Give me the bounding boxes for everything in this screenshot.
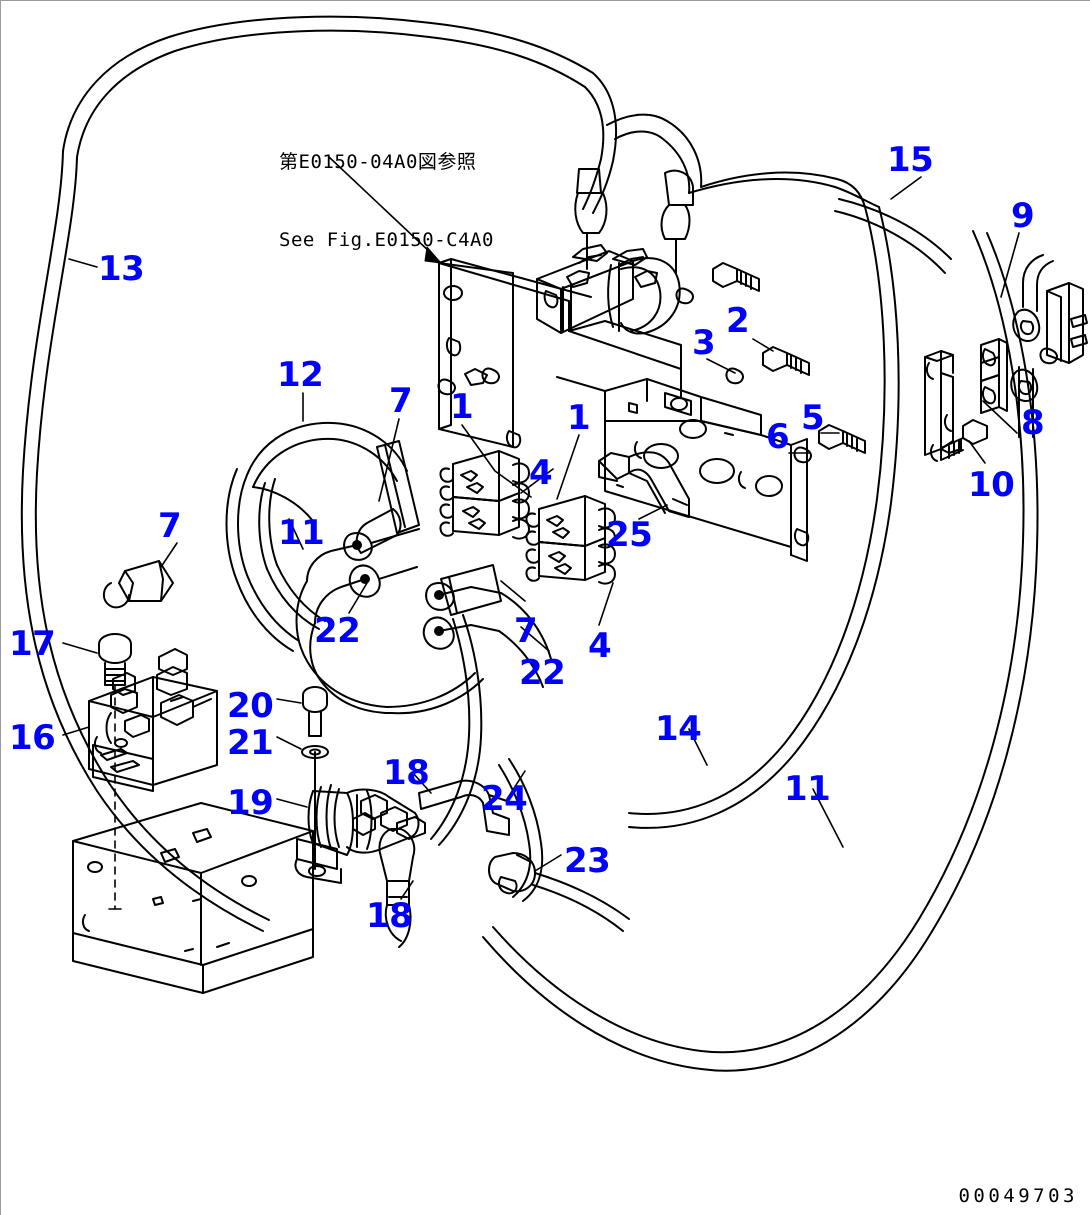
callout-18[interactable]: 18 (383, 753, 430, 793)
callout-10[interactable]: 10 (968, 465, 1015, 505)
callout-7[interactable]: 7 (158, 506, 182, 546)
callout-21[interactable]: 21 (227, 723, 274, 763)
relay-box-left (439, 450, 530, 540)
main-mounting-plate (438, 258, 810, 562)
callout-17[interactable]: 17 (9, 624, 56, 664)
reference-note: 第E0150-04A0図参照 See Fig.E0150-C4A0 (279, 97, 494, 305)
callout-24[interactable]: 24 (481, 779, 528, 819)
right-bracket-terminals (924, 254, 1088, 462)
callout-15[interactable]: 15 (887, 140, 934, 180)
battery-relay-16 (88, 648, 218, 792)
relay-box-right (525, 495, 616, 585)
harness-junctions (103, 440, 502, 650)
fasteners (98, 262, 988, 759)
callout-3[interactable]: 3 (692, 323, 716, 363)
cable-14 (628, 206, 900, 829)
reference-note-line1: 第E0150-04A0図参照 (279, 151, 477, 173)
bracket-25 (598, 451, 690, 518)
starter-motor-19 (294, 751, 426, 884)
callout-8[interactable]: 8 (1021, 403, 1045, 443)
callout-20[interactable]: 20 (227, 686, 274, 726)
cable-24 (498, 758, 544, 902)
reference-note-line2: See Fig.E0150-C4A0 (279, 229, 494, 251)
leader-lines (62, 156, 1020, 900)
callout-11[interactable]: 11 (784, 769, 831, 809)
callout-4[interactable]: 4 (529, 453, 553, 493)
callout-22[interactable]: 22 (314, 611, 361, 651)
lower-mount-bracket (72, 802, 314, 994)
alternator-body (536, 244, 681, 335)
callout-7[interactable]: 7 (389, 381, 413, 421)
cable-ends-18-23 (378, 779, 630, 948)
callout-4[interactable]: 4 (588, 626, 612, 666)
harness-12-11 (225, 421, 408, 652)
callout-13[interactable]: 13 (98, 249, 145, 289)
cable-15 (688, 171, 952, 274)
cable-11 (482, 230, 1039, 1072)
harness-lower-center (295, 580, 552, 846)
callout-1[interactable]: 1 (450, 387, 474, 427)
callout-9[interactable]: 9 (1011, 196, 1035, 236)
callout-14[interactable]: 14 (655, 709, 702, 749)
callout-12[interactable]: 12 (277, 355, 324, 395)
cable-top-center (574, 72, 703, 274)
callout-7[interactable]: 7 (514, 611, 538, 651)
figure-number: 00049703 (958, 1185, 1078, 1207)
callout-23[interactable]: 23 (564, 841, 611, 881)
callout-11[interactable]: 11 (278, 513, 325, 553)
callout-1[interactable]: 1 (567, 398, 591, 438)
callout-25[interactable]: 25 (606, 515, 653, 555)
callout-6[interactable]: 6 (766, 417, 790, 457)
callout-2[interactable]: 2 (726, 301, 750, 341)
callout-5[interactable]: 5 (801, 398, 825, 438)
callout-18[interactable]: 18 (366, 896, 413, 936)
callout-16[interactable]: 16 (9, 718, 56, 758)
callout-19[interactable]: 19 (227, 783, 274, 823)
callout-22[interactable]: 22 (519, 653, 566, 693)
